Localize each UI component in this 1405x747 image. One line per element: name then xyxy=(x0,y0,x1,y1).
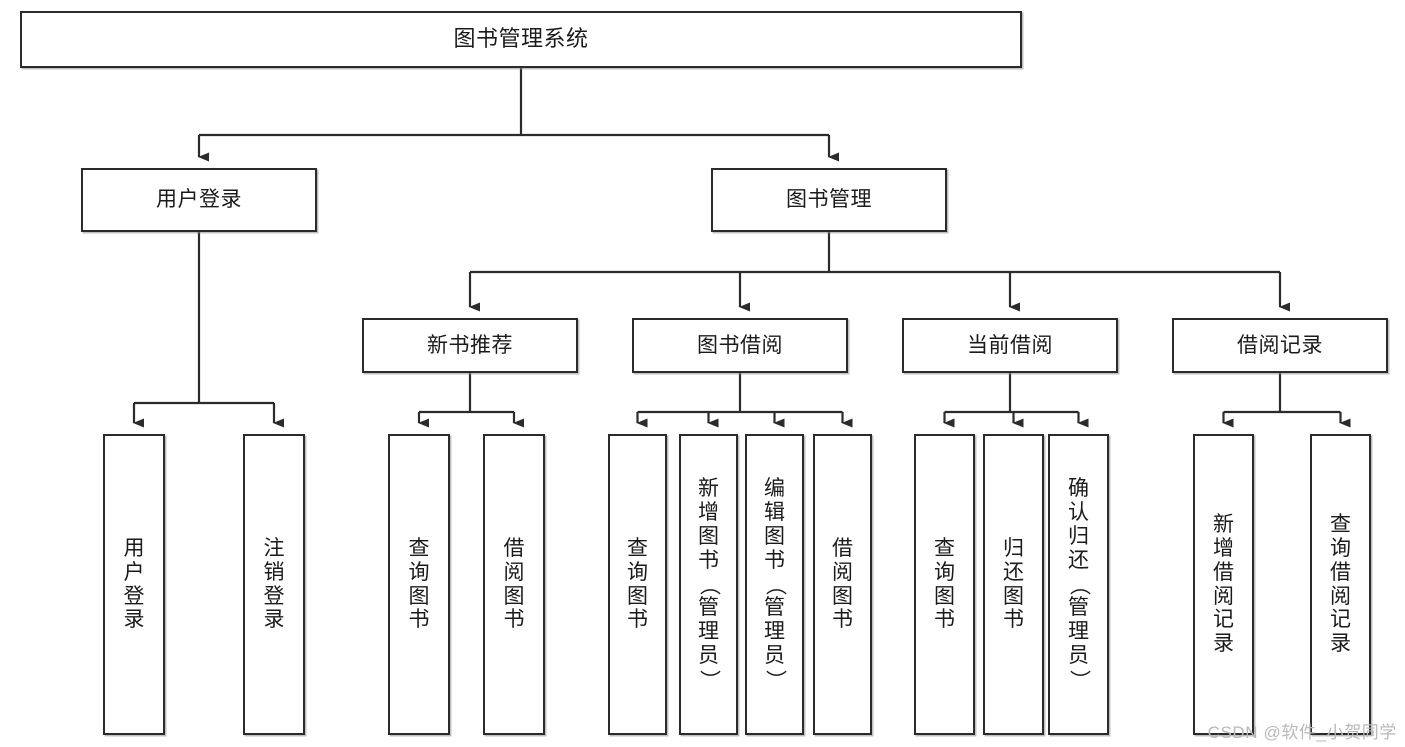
node-e696b0e5a29ee59bbee4b9a6efbc88e7aea1e79086e59198efbc89-leaf-label: 新增图书（管理员） xyxy=(697,476,721,691)
node-e696b0e5a29ee5809fe99885e8aeb0e5bd95-leaf-label: 新增借阅记录 xyxy=(1213,512,1234,656)
node-e794a8e688b7e799bbe5bd95-label: 用户登录 xyxy=(156,188,242,212)
node-e696b0e4b9a6e68ea8e88d90[interactable]: 新书推荐 xyxy=(362,318,578,373)
node-e69fa5e8afa2e5809fe99885e8aeb0e5bd95-leaf[interactable]: 查询借阅记录 xyxy=(1310,434,1371,735)
node-e7a1aee8aea4e5bd92e8bf98efbc88e7aea1e79086e59198efbc89-leaf-label: 确认归还（管理员） xyxy=(1067,476,1091,691)
node-e794a8e688b7e799bbe5bd95-leaf-label: 用户登录 xyxy=(123,536,145,632)
node-e69fa5e8afa2e59bbee4b9a6-leaf-label: 查询图书 xyxy=(934,536,955,632)
node-e696b0e4b9a6e68ea8e88d90-label: 新书推荐 xyxy=(427,333,513,357)
edge-group xyxy=(132,68,1351,428)
node-e69fa5e8afa2e59bbee4b9a6-leaf-label: 查询图书 xyxy=(627,536,648,632)
node-e7bc96e8be91e59bbee4b9a6efbc88e7aea1e79086e59198efbc89-leaf-label: 编辑图书（管理员） xyxy=(763,476,787,691)
node-e5bd92e8bf98e59bbee4b9a6-leaf-label: 归还图书 xyxy=(1003,536,1024,632)
node-e794a8e688b7e799bbe5bd95[interactable]: 用户登录 xyxy=(81,168,317,232)
node-e5809fe99885e59bbee4b9a6-leaf[interactable]: 借阅图书 xyxy=(813,434,872,735)
node-e59bbee4b9a6e7aea1e79086-label: 图书管理 xyxy=(786,188,872,212)
node-e69fa5e8afa2e59bbee4b9a6-leaf[interactable]: 查询图书 xyxy=(388,434,450,735)
node-e5809fe99885e8aeb0e5bd95-label: 借阅记录 xyxy=(1237,333,1323,357)
node-e7bc96e8be91e59bbee4b9a6efbc88e7aea1e79086e59198efbc89-leaf[interactable]: 编辑图书（管理员） xyxy=(745,434,804,735)
node-e59bbee4b9a6e5809fe99885-label: 图书借阅 xyxy=(697,333,783,357)
node-e7a1aee8aea4e5bd92e8bf98efbc88e7aea1e79086e59198efbc89-leaf[interactable]: 确认归还（管理员） xyxy=(1048,434,1109,735)
node-e69fa5e8afa2e59bbee4b9a6-leaf[interactable]: 查询图书 xyxy=(914,434,975,735)
node-e69fa5e8afa2e5809fe99885e8aeb0e5bd95-leaf-label: 查询借阅记录 xyxy=(1330,512,1351,656)
node-e59bbee4b9a6e7aea1e79086e7b3bbe7bb9f[interactable]: 图书管理系统 xyxy=(20,11,1022,68)
node-e59bbee4b9a6e7aea1e79086e7b3bbe7bb9f-label: 图书管理系统 xyxy=(453,26,589,52)
node-e696b0e5a29ee59bbee4b9a6efbc88e7aea1e79086e59198efbc89-leaf[interactable]: 新增图书（管理员） xyxy=(679,434,738,735)
node-e5bd92e8bf98e59bbee4b9a6-leaf[interactable]: 归还图书 xyxy=(983,434,1044,735)
node-e6b3a8e99480e799bbe5bd95-leaf-label: 注销登录 xyxy=(263,536,285,632)
node-e59bbee4b9a6e7aea1e79086[interactable]: 图书管理 xyxy=(711,168,947,232)
node-e696b0e5a29ee5809fe99885e8aeb0e5bd95-leaf[interactable]: 新增借阅记录 xyxy=(1193,434,1254,735)
node-e5809fe99885e59bbee4b9a6-leaf[interactable]: 借阅图书 xyxy=(483,434,545,735)
node-e5809fe99885e8aeb0e5bd95[interactable]: 借阅记录 xyxy=(1172,318,1388,373)
node-e59bbee4b9a6e5809fe99885[interactable]: 图书借阅 xyxy=(632,318,848,373)
node-e5809fe99885e59bbee4b9a6-leaf-label: 借阅图书 xyxy=(832,536,853,632)
node-e794a8e688b7e799bbe5bd95-leaf[interactable]: 用户登录 xyxy=(103,434,165,735)
node-e6b3a8e99480e799bbe5bd95-leaf[interactable]: 注销登录 xyxy=(243,434,305,735)
node-e69fa5e8afa2e59bbee4b9a6-leaf[interactable]: 查询图书 xyxy=(608,434,667,735)
node-e69fa5e8afa2e59bbee4b9a6-leaf-label: 查询图书 xyxy=(408,536,430,632)
node-e5bd93e5898de5809fe99885-label: 当前借阅 xyxy=(967,333,1053,357)
node-e5bd93e5898de5809fe99885[interactable]: 当前借阅 xyxy=(902,318,1118,373)
node-e5809fe99885e59bbee4b9a6-leaf-label: 借阅图书 xyxy=(503,536,525,632)
